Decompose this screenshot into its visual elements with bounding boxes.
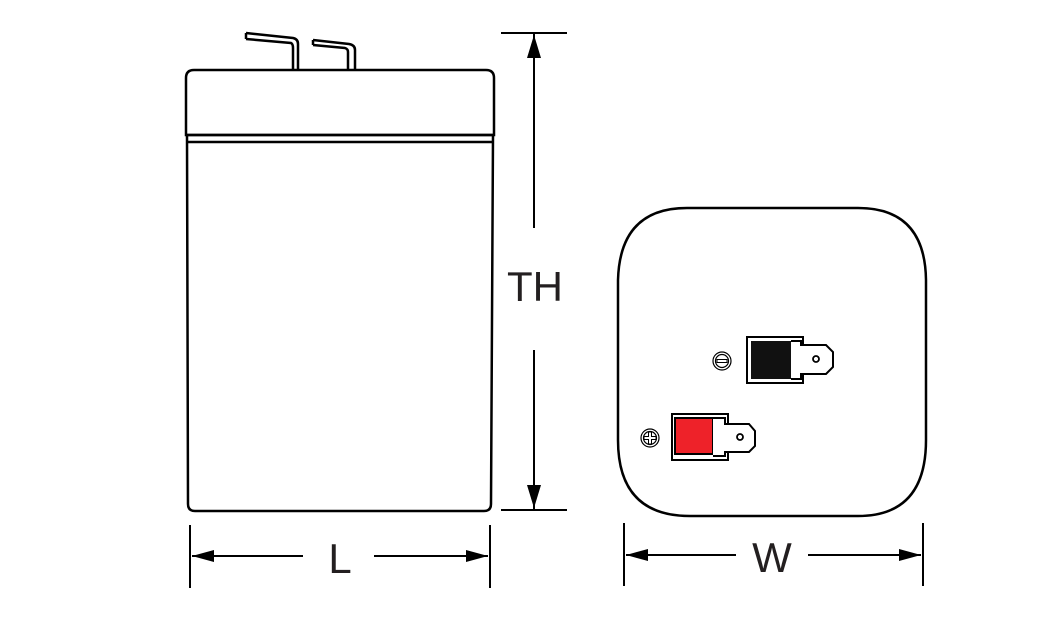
length-label: L [328,535,352,582]
positive-terminal [640,413,756,461]
top-view [616,206,928,518]
negative-terminal-block [751,341,791,379]
length-dimension [189,525,491,588]
arrow-left-icon [626,549,648,561]
top-view-outline [616,206,928,518]
arrow-up-icon [527,35,541,58]
height-dimension [501,32,567,511]
positive-terminal-block [674,417,714,455]
battery-body [185,134,495,513]
battery-lid [184,68,496,137]
arrow-right-icon [899,549,921,561]
side-terminal-left [244,31,300,70]
side-view [184,31,496,513]
negative-terminal [712,336,834,384]
arrow-down-icon [527,485,541,508]
side-terminal-right [311,38,357,70]
arrow-right-icon [466,550,488,562]
height-label: TH [507,263,563,310]
width-label: W [752,534,792,581]
width-dimension [623,523,924,586]
arrow-left-icon [192,550,214,562]
